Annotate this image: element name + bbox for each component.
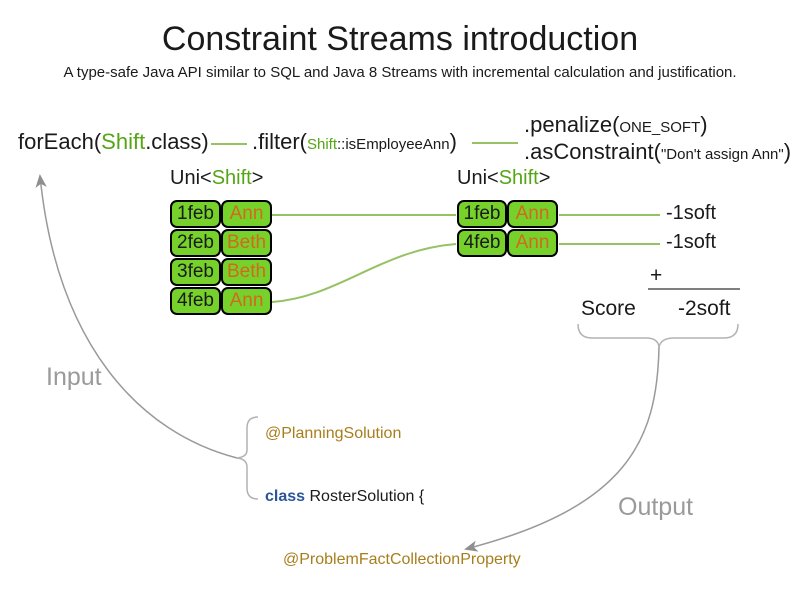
penalty-2: -1soft xyxy=(666,231,717,253)
penalize-call: .penalize(ONE_SOFT) xyxy=(524,112,708,138)
asconstraint-arg: "Don't assign Ann" xyxy=(660,146,784,163)
left-row-2-date: 2feb xyxy=(170,229,221,257)
page-title: Constraint Streams introduction xyxy=(161,20,639,58)
filter-pre: .filter( xyxy=(252,129,307,154)
filter-arg-type: Shift xyxy=(307,136,338,153)
input-arrow xyxy=(35,173,238,459)
penalty-1: -1soft xyxy=(666,202,717,224)
penalize-post: ) xyxy=(700,112,708,137)
left-row-1-date: 1feb xyxy=(170,200,221,228)
left-stream-label-pre: Uni< xyxy=(170,167,212,189)
score-label: Score xyxy=(581,297,636,320)
right-row-1-employee: Ann xyxy=(507,200,558,228)
score-value: -2soft xyxy=(678,297,731,320)
input-label: Input xyxy=(46,363,102,391)
code-segment: @PlanningSolution xyxy=(265,425,402,442)
page-subtitle: A type-safe Java API similar to SQL and … xyxy=(63,64,737,81)
right-row-2-employee: Ann xyxy=(507,229,558,257)
left-stream-label-post: > xyxy=(251,167,264,189)
foreach-post: .class) xyxy=(145,129,209,154)
code-segment: RosterSolution { xyxy=(305,488,425,505)
right-stream-label-pre: Uni< xyxy=(457,167,499,189)
penalize-pre: .penalize( xyxy=(524,112,620,137)
output-arrow xyxy=(464,346,660,552)
right-row-1-date: 1feb xyxy=(457,200,507,228)
filter-arg-rest: ::isEmployeeAnn xyxy=(337,136,450,153)
stream-link-4feb xyxy=(271,243,457,303)
code-segment: class xyxy=(265,488,306,505)
code-line: @PlanningSolution xyxy=(265,423,532,444)
sum-operator: + xyxy=(650,264,663,287)
right-stream-label-post: > xyxy=(538,167,551,189)
score-brace xyxy=(577,323,739,348)
code-brace xyxy=(236,416,259,500)
foreach-pre: forEach( xyxy=(18,129,102,154)
right-stream-label: Uni<Shift> xyxy=(457,167,550,190)
right-stream-label-type: Shift xyxy=(498,167,539,189)
asconstraint-post: ) xyxy=(783,139,792,164)
code-segment: @ProblemFactCollectionProperty xyxy=(283,551,521,568)
left-row-2-employee: Beth xyxy=(221,229,272,257)
asconstraint-pre: .asConstraint( xyxy=(524,139,661,164)
output-label: Output xyxy=(618,493,694,521)
right-row-2-date: 4feb xyxy=(457,229,507,257)
filter-call: .filter(Shift::isEmployeeAnn) xyxy=(252,129,457,155)
left-row-4-date: 4feb xyxy=(170,287,221,315)
java-code-block: @PlanningSolution class RosterSolution {… xyxy=(265,381,532,600)
filter-post: ) xyxy=(449,129,457,154)
foreach-call: forEach(Shift.class) xyxy=(18,129,209,155)
left-stream-label: Uni<Shift> xyxy=(170,167,263,190)
left-row-1-employee: Ann xyxy=(221,200,272,228)
code-line: @ProblemFactCollectionProperty xyxy=(265,549,532,570)
left-row-3-employee: Beth xyxy=(221,258,272,286)
left-row-4-employee: Ann xyxy=(221,287,272,315)
left-row-3-date: 3feb xyxy=(170,258,221,286)
penalize-arg: ONE_SOFT xyxy=(619,119,701,136)
code-line: class RosterSolution { xyxy=(265,486,532,507)
foreach-type: Shift xyxy=(101,129,146,154)
left-stream-label-type: Shift xyxy=(211,167,252,189)
asconstraint-call: .asConstraint("Don't assign Ann") xyxy=(524,139,791,165)
